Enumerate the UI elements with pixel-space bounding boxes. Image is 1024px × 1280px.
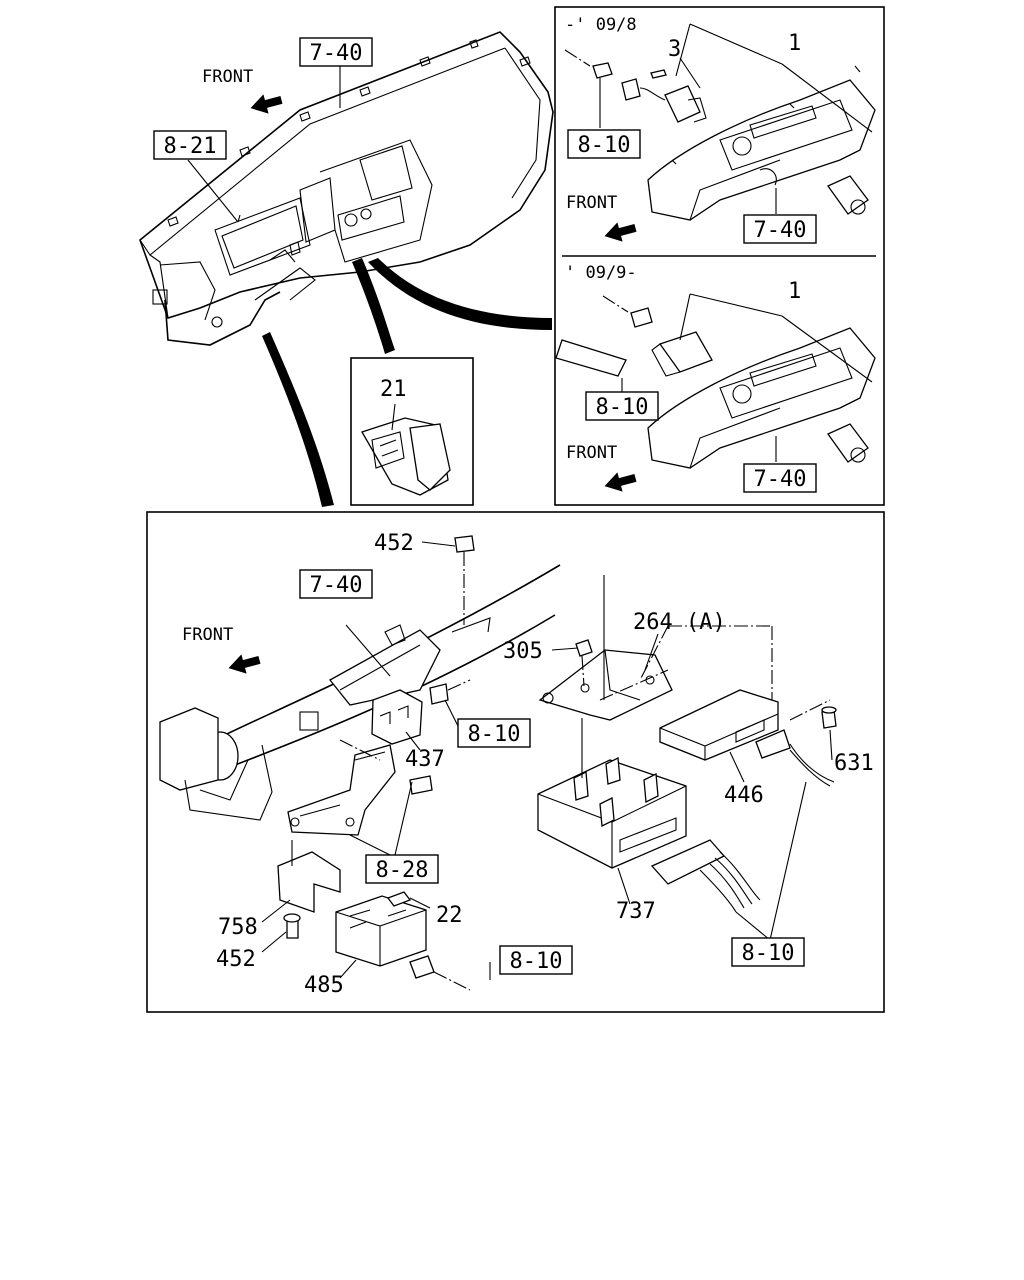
ref-7-40-main: 7-40 <box>310 573 363 598</box>
part-number-437: 437 <box>405 747 445 772</box>
front-arrow-icon <box>604 472 637 492</box>
ref-8-10-lower: 8-10 <box>596 395 649 420</box>
ref-box-8-28 <box>365 854 439 884</box>
part-number-737: 737 <box>616 899 656 924</box>
front-label: FRONT <box>566 193 617 213</box>
variant-inset-frame <box>554 6 885 506</box>
variant-from-drawing <box>555 293 876 469</box>
part-number-3: 3 <box>668 37 681 62</box>
main-detail-frame <box>146 511 885 1013</box>
variant-upto-drawing <box>564 23 876 221</box>
ref-7-40-upper: 7-40 <box>754 218 807 243</box>
ref-7-40-lower: 7-40 <box>754 467 807 492</box>
part-number-1-upper: 1 <box>788 31 801 56</box>
part-number-631: 631 <box>834 751 874 776</box>
front-arrow-icon <box>604 222 637 242</box>
part-number-452-top: 452 <box>374 531 414 556</box>
main-detail-drawing <box>159 535 837 991</box>
part-number-21: 21 <box>380 377 407 402</box>
callout-sweep-main <box>262 332 334 507</box>
ref-7-40-dash: 7-40 <box>310 41 363 66</box>
ref-8-10-main-c: 8-10 <box>742 941 795 966</box>
date-note-upto: -' 09/8 <box>565 15 637 35</box>
ref-8-10-main-a: 8-10 <box>468 722 521 747</box>
ref-box-8-10-main-c <box>731 937 805 967</box>
ref-box-8-10-main-a <box>457 718 531 748</box>
ref-8-10-main-b: 8-10 <box>510 949 563 974</box>
callout-sweep-switch <box>352 258 395 354</box>
part-number-485: 485 <box>304 973 344 998</box>
ref-8-21: 8-21 <box>164 134 217 159</box>
ref-box-7-40-dash <box>299 37 373 67</box>
front-label: FRONT <box>202 67 253 87</box>
ref-box-8-10-main-b <box>499 945 573 975</box>
part-number-264a: 264 (A) <box>633 610 726 635</box>
ref-box-7-40-upper <box>743 214 817 244</box>
callout-sweep-variants <box>368 258 552 330</box>
front-label: FRONT <box>566 443 617 463</box>
switch-21-drawing <box>361 403 451 496</box>
dashboard-drawing <box>139 31 554 346</box>
ref-8-10-upper: 8-10 <box>578 133 631 158</box>
switch-inset-frame <box>350 357 474 506</box>
part-number-446: 446 <box>724 783 764 808</box>
part-number-305: 305 <box>503 639 543 664</box>
part-number-452-bottom: 452 <box>216 947 256 972</box>
ref-box-7-40-lower <box>743 463 817 493</box>
part-number-22: 22 <box>436 903 463 928</box>
ref-box-8-21 <box>153 130 227 160</box>
ref-box-8-10-upper <box>567 129 641 159</box>
front-arrow-icon <box>250 94 283 114</box>
date-note-from: ' 09/9- <box>565 263 637 283</box>
part-number-1-lower: 1 <box>788 279 801 304</box>
part-number-758: 758 <box>218 915 258 940</box>
ref-8-28: 8-28 <box>376 858 429 883</box>
ref-box-8-10-lower <box>585 391 659 421</box>
front-label: FRONT <box>182 625 233 645</box>
front-arrow-icon <box>228 654 261 674</box>
ref-box-7-40-main <box>299 569 373 599</box>
